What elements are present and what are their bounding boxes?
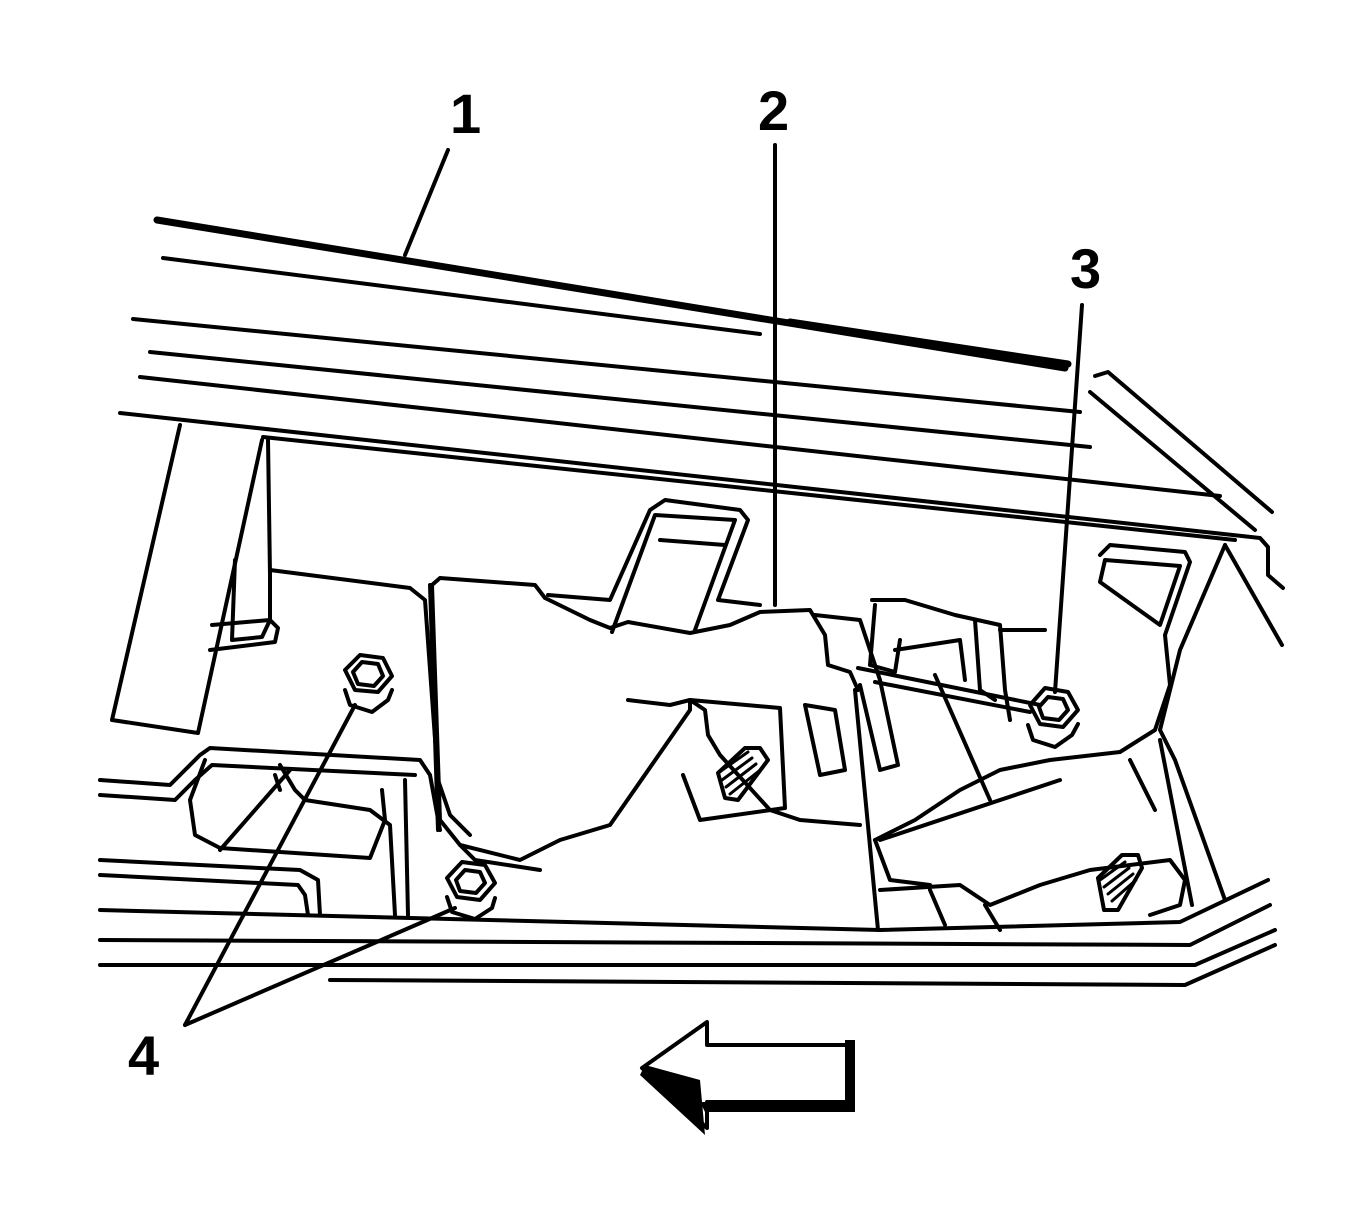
leader-4b: [183, 906, 457, 1027]
leader-4a: [183, 703, 357, 1027]
lower-housing: [98, 746, 442, 917]
hex-nut-icon: [1026, 686, 1080, 749]
callout-3: 3: [1070, 237, 1101, 300]
leader-3: [1053, 303, 1084, 694]
threaded-stud-icon: [716, 746, 770, 802]
callout-4: 4: [128, 1024, 159, 1087]
hex-nut-icon: [343, 653, 394, 714]
left-post: [110, 423, 280, 735]
upper-rail: [118, 216, 1285, 647]
hex-nut-icon: [445, 860, 497, 921]
lower-sill: [98, 858, 1277, 987]
threaded-stud-icon: [1096, 853, 1144, 912]
leader-1: [403, 148, 450, 257]
actuator-body: [428, 498, 1062, 932]
arrow-left-icon: [640, 1020, 855, 1135]
callout-2: 2: [758, 79, 789, 142]
leader-lines: [183, 143, 1084, 1027]
callout-1: 1: [450, 82, 481, 145]
right-mount-bracket: [873, 543, 1227, 907]
